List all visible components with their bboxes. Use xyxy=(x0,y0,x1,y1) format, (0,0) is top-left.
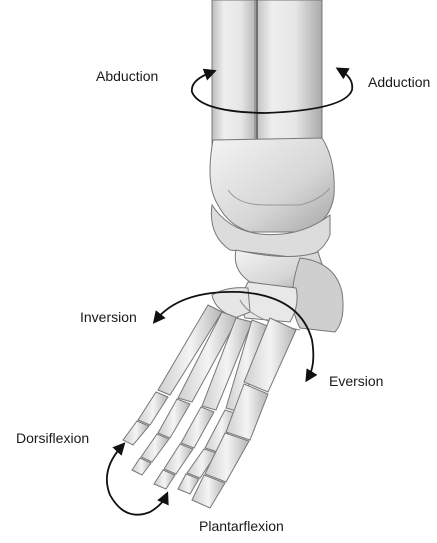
inversion-label: Inversion xyxy=(80,309,137,325)
metatarsal-bones xyxy=(158,305,296,412)
plantarflexion-label: Plantarflexion xyxy=(199,518,284,534)
eversion-label: Eversion xyxy=(329,373,383,389)
abduction-label: Abduction xyxy=(96,68,158,84)
adduction-label: Adduction xyxy=(368,74,430,90)
toe-bones xyxy=(123,384,268,508)
leg-bones xyxy=(210,0,334,232)
dorsiflexion-label: Dorsiflexion xyxy=(16,430,89,446)
